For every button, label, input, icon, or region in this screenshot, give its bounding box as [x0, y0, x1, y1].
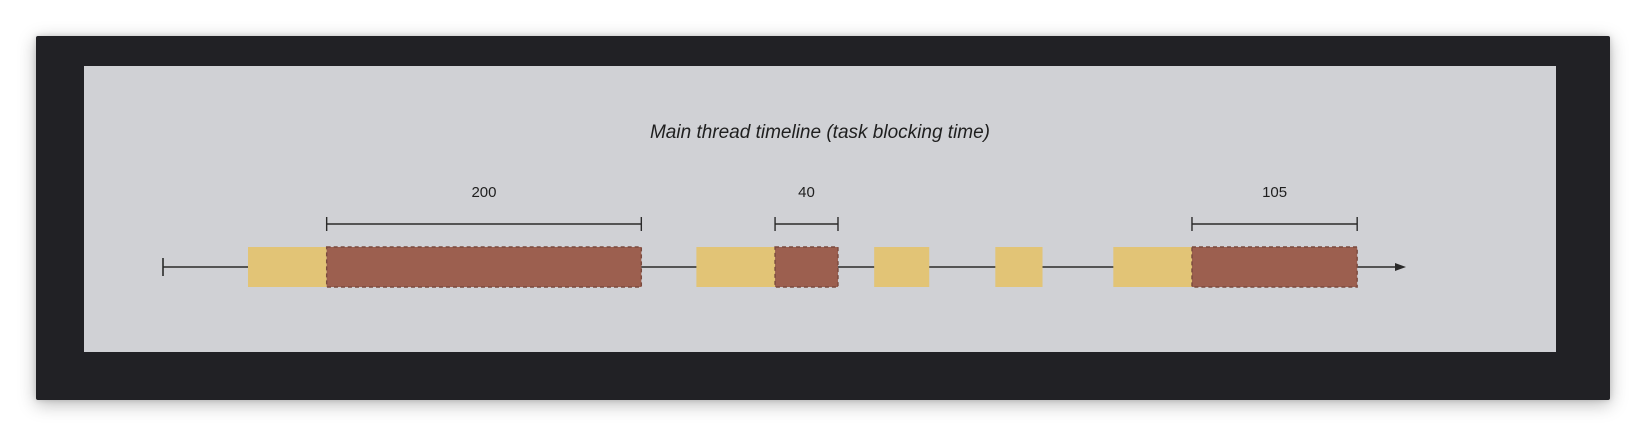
task-2-ok-segment [696, 247, 776, 287]
task-4-ok-segment [995, 247, 1043, 287]
blocking-time-label-2: 40 [798, 184, 815, 201]
timeline-svg: 200 40 105 [162, 184, 1406, 288]
task-2-blocking-segment [774, 246, 839, 288]
blocking-time-label-1: 200 [471, 184, 496, 201]
task-5-blocking-segment [1191, 246, 1358, 288]
diagram-title: Main thread timeline (task blocking time… [649, 122, 991, 143]
diagram-frame: Main thread timeline (task blocking time… [36, 36, 1610, 400]
task-1-ok-segment [248, 247, 327, 287]
task-3-ok-segment [874, 247, 930, 287]
task-1-blocking-segment [325, 246, 643, 288]
blocking-time-label-5: 105 [1262, 184, 1287, 201]
diagram-canvas: Main thread timeline (task blocking time… [84, 66, 1556, 352]
task-5-ok-segment [1113, 247, 1192, 287]
timeline-arrow-head [1395, 263, 1406, 271]
